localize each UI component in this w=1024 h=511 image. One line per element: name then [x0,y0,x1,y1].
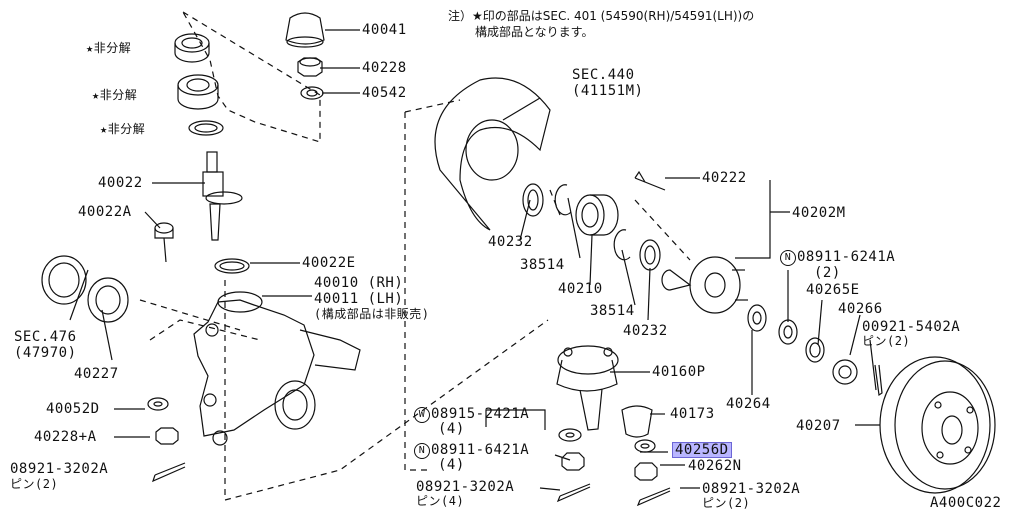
seal-sec476 [41,255,87,305]
label-40022A: 40022A [78,204,132,220]
label-sec440-sub: (41151M) [572,83,644,99]
o-ring-40022E [214,258,250,274]
cotter-pin-middle [556,483,591,503]
label-38514-b: 38514 [590,303,635,319]
washer-40542 [300,86,324,100]
label-08915-2421A-sub: (4) [438,421,465,437]
label-40542: 40542 [362,85,407,101]
seal-40232-a [522,183,544,217]
washer-40264 [747,304,767,332]
label-08921-middle: 08921-3202A [416,479,515,495]
washer-08915 [558,428,582,442]
steering-knuckle [193,291,361,446]
nut-40228A [155,427,179,445]
label-40222: 40222 [702,170,747,186]
snap-ring-a [554,184,572,216]
ball-joint [556,345,619,431]
cotter-pin-right [874,364,883,397]
label-40262N: 40262N [688,458,742,474]
boot-40173 [621,405,653,438]
label-40022E: 40022E [302,255,356,271]
cotter-pin-left [152,462,186,483]
label-08921-left: 08921-3202A [10,461,109,477]
leader-lines [69,29,880,491]
seal-ring [188,120,224,136]
cap-40265E [805,337,825,363]
label-08921-bottom: 08921-3202A [702,481,801,497]
label-40210: 40210 [558,281,603,297]
label-40232-b: 40232 [623,323,668,339]
nut-08911-6421A [561,452,585,471]
hub-40202M [661,256,748,314]
nut-40228 [297,57,323,77]
washer-40256D [634,439,656,453]
label-40202M: 40202M [792,205,846,221]
label-sec476-sub: (47970) [14,345,77,361]
label-40207: 40207 [796,418,841,434]
label-40011-note: (構成部品は非販売) [314,307,430,321]
bolt-40022A [154,222,174,263]
label-40160P: 40160P [652,364,706,380]
label-40173: 40173 [670,406,715,422]
label-00921: 00921-5402A [862,319,961,335]
dust-shield [434,77,551,231]
label-star-2: ★非分解 [92,88,138,102]
seal-40232-b [639,239,661,271]
label-40227: 40227 [74,366,119,382]
label-star-3: ★非分解 [100,122,146,136]
dust-boot [285,12,325,48]
label-08921-left-sub: ピン(2) [10,477,59,491]
label-sec476: SEC.476 [14,329,77,345]
lock-nut-40266 [832,359,858,385]
label-40265E: 40265E [806,282,860,298]
label-40011: 40011 (LH) [314,291,404,307]
label-08911-6241A-sub: (2) [814,265,841,281]
figure-id: A400C022 [930,495,1002,511]
label-star-1: ★非分解 [86,41,132,55]
label-38514-a: 38514 [520,257,565,273]
label-40228A: 40228+A [34,429,97,445]
label-08921-bottom-sub: ピン(2) [702,496,751,510]
label-08911-6421A-sub: (4) [438,457,465,473]
label-40052D: 40052D [46,401,100,417]
label-40256D-highlighted[interactable]: 40256D [672,442,732,458]
kingpin [202,151,243,241]
label-40232-a: 40232 [488,234,533,250]
label-40022: 40022 [98,175,143,191]
note-line-1: 注）★印の部品はSEC. 401 (54590(RH)/54591(LH))の [448,9,755,23]
nut-08911-6241A [778,319,798,345]
seal-40227 [87,277,129,323]
hub-bolt-40222 [634,170,666,191]
washer-40052D [147,397,169,411]
bearing-upper [174,33,210,63]
nut-40262N [634,462,658,481]
label-40266: 40266 [838,301,883,317]
cotter-pin-bottom [636,487,671,507]
label-40041: 40041 [362,22,407,38]
label-sec440: SEC.440 [572,67,635,83]
label-00921-sub: ピン(2) [862,334,911,348]
label-08921-middle-sub: ピン(4) [416,494,465,508]
bearing-40210 [575,194,619,236]
label-40010: 40010 (RH) [314,275,404,291]
brake-rotor [879,356,996,494]
label-40228: 40228 [362,60,407,76]
note-line-2: 構成部品となります。 [475,25,594,39]
snap-ring-b [613,229,631,261]
label-40264: 40264 [726,396,771,412]
bearing-middle [177,74,219,110]
